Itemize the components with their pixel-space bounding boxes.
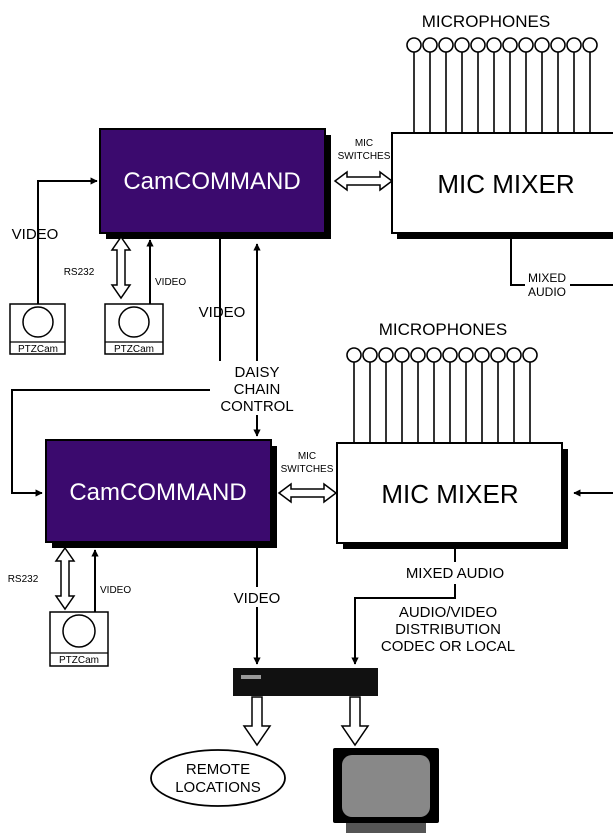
camcommand-top: CamCOMMAND [99,128,331,239]
mixed-audio-bottom-label: MIXED AUDIO [406,565,504,582]
mixed-audio-to-distribution [351,549,456,665]
mic-switches-bottom-arrow [277,482,338,504]
video-feed-top-left [37,177,98,304]
daisy-line2: CHAIN [234,381,281,398]
video-lower-label: VIDEO [234,590,281,607]
ptzcam-label: PTZCam [114,344,154,355]
rs232-top-arrow [110,235,132,300]
mic-mixer-top: MIC MIXER [391,132,613,239]
video-left-label: VIDEO [12,226,59,243]
rs232-bottom-label: RS232 [8,574,39,585]
video-small-bottom-label: VIDEO [100,585,131,596]
distribution-line2: DISTRIBUTION [395,621,501,638]
camcommand-top-label: CamCOMMAND [123,168,300,195]
remote-line1: REMOTE [186,761,250,778]
daisy-line1: DAISY [234,364,279,381]
mic-mixer-bottom-label: MIC MIXER [381,479,518,509]
mic-mixer-top-label: MIC MIXER [437,169,574,199]
microphone-array-bottom [346,347,538,443]
video-route-top-to-bottom [11,239,221,497]
output-arrow-monitor [340,696,370,747]
microphone-array-top [406,37,598,133]
remote-locations-ellipse [150,749,286,807]
mic-switches-top-line1: MIC [355,138,373,149]
ptzcam-top-left: PTZCam [9,303,66,355]
mixed-audio-top-line [510,239,613,286]
remote-line2: LOCATIONS [175,779,261,796]
mic-switches-top-line2: SWITCHES [338,151,391,162]
output-arrow-remote [242,696,272,747]
mixed-audio-top-line1: MIXED [528,271,566,285]
rs232-top-label: RS232 [64,267,95,278]
ptzcam-label: PTZCam [18,344,58,355]
camcommand-bottom-label: CamCOMMAND [69,479,246,506]
distribution-line3: CODEC OR LOCAL [381,638,515,655]
mic-switches-bottom-line2: SWITCHES [281,464,334,475]
distribution-box [233,668,378,696]
mic-switches-bottom-line1: MIC [298,451,316,462]
rs232-bottom-arrow [54,546,76,611]
ptzcam-bottom: PTZCam [49,611,109,667]
distribution-line1: AUDIO/VIDEO [399,604,497,621]
mic-switches-top-arrow [333,170,394,192]
microphones-top-label: MICROPHONES [422,12,550,31]
daisy-line3: CONTROL [220,398,293,415]
monitor-icon [333,748,439,833]
mic-mixer-bottom: MIC MIXER [336,442,568,549]
microphones-bottom-label: MICROPHONES [379,320,507,339]
ptzcam-label: PTZCam [59,655,99,666]
video-mid-label: VIDEO [199,304,246,321]
mixed-audio-top-line2: AUDIO [528,285,566,299]
ptzcam-top-right: PTZCam [104,303,164,355]
camcommand-bottom: CamCOMMAND [45,439,277,548]
video-small-top-label: VIDEO [155,277,186,288]
